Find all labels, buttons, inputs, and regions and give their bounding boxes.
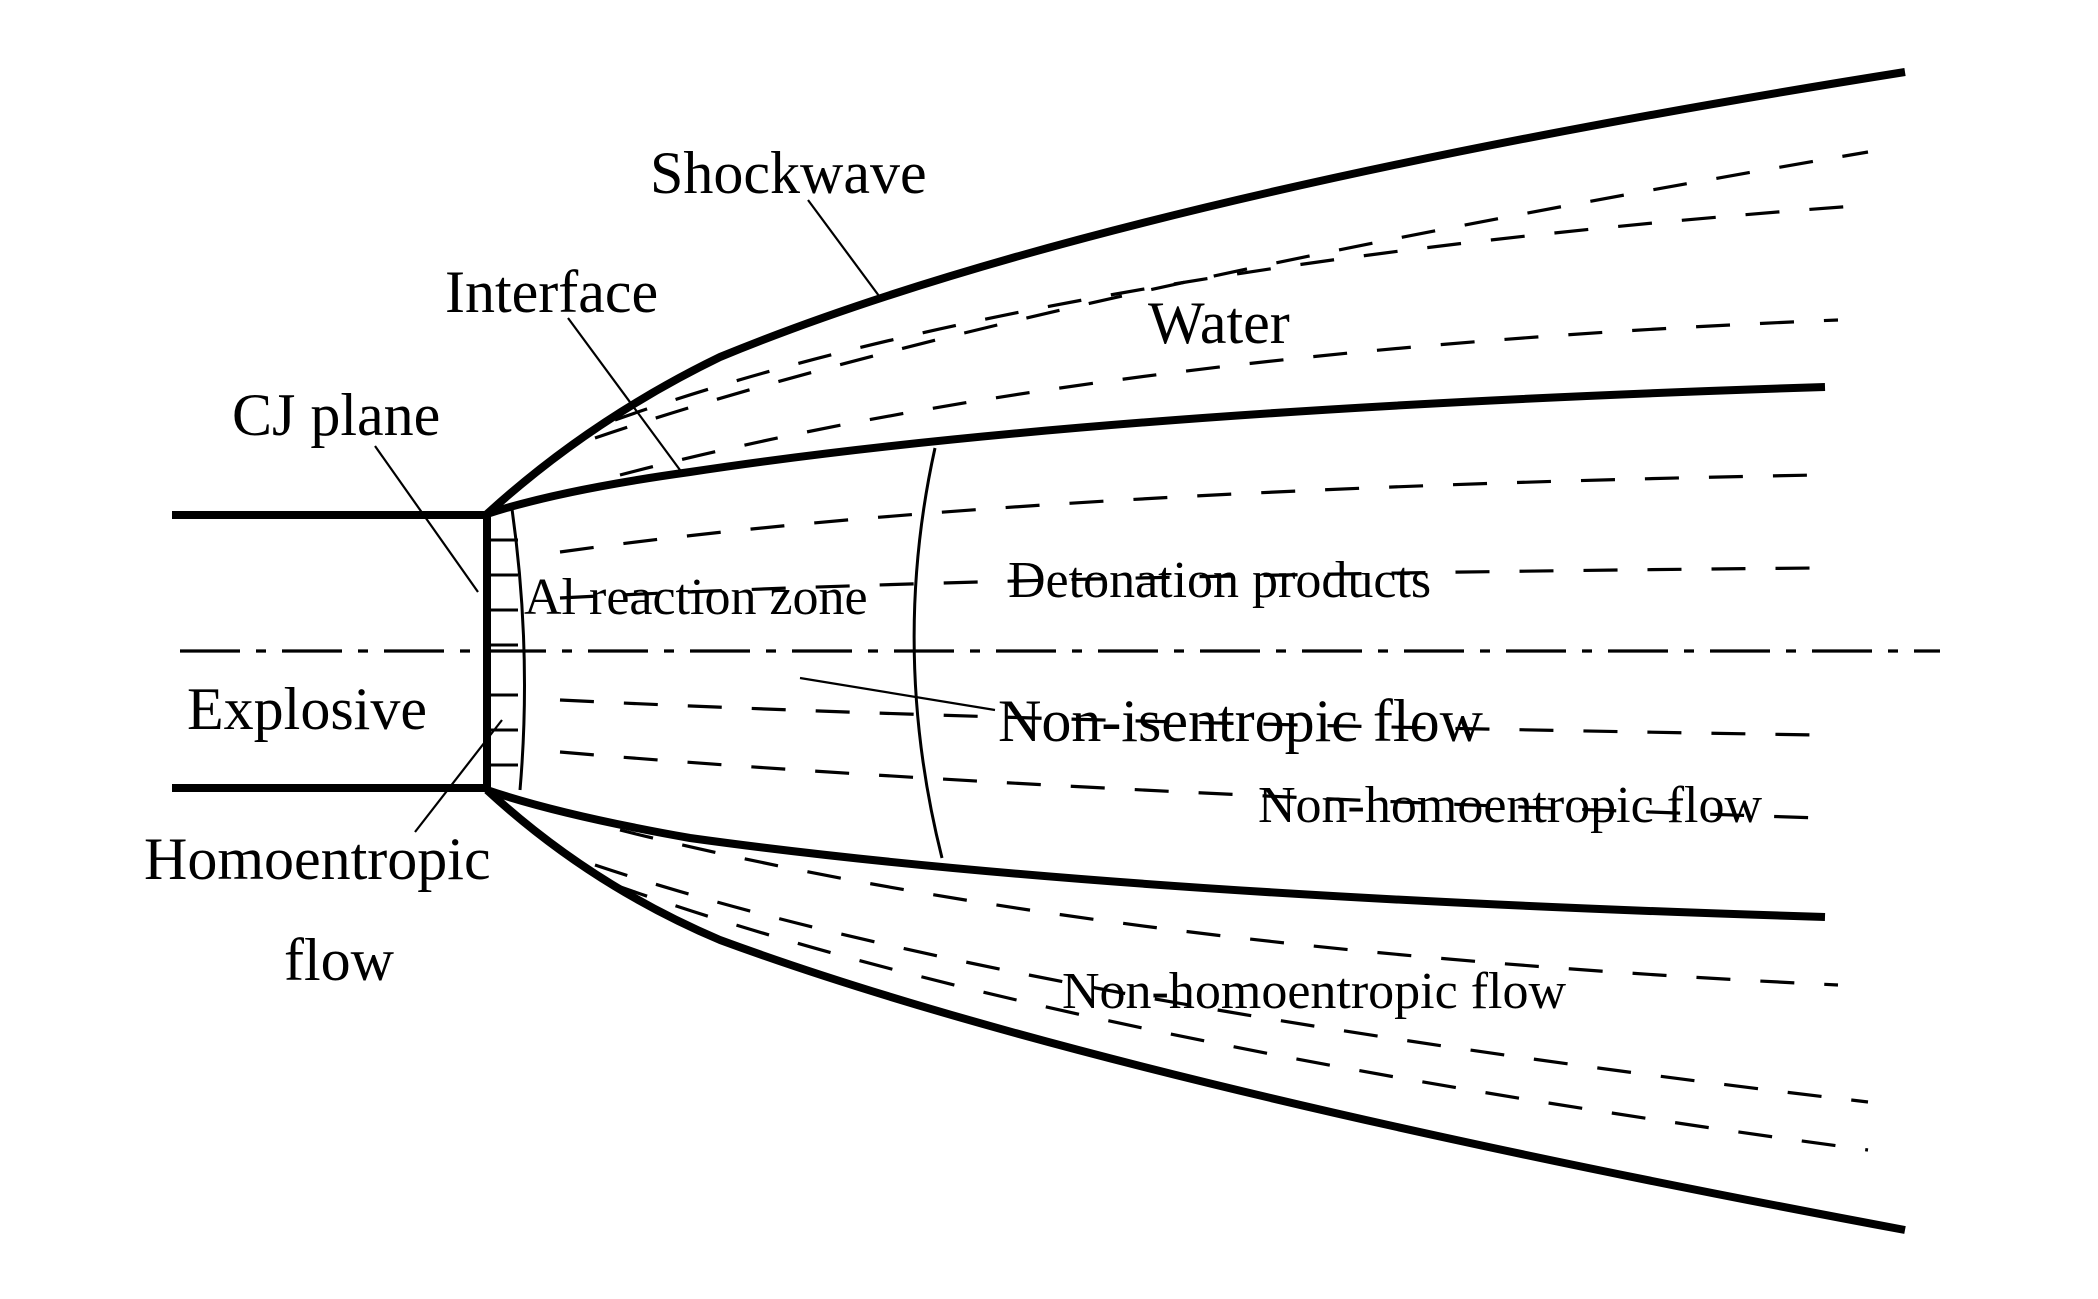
label-detonation-products: Detonation products bbox=[1008, 552, 1431, 609]
non-isentropic-boundary bbox=[912, 447, 944, 859]
label-shockwave: Shockwave bbox=[650, 140, 927, 206]
label-water: Water bbox=[1148, 290, 1290, 356]
label-homoentropic-flow-line1: Homoentropic bbox=[144, 826, 491, 892]
water-streamlines bbox=[594, 150, 1869, 1152]
label-homoentropic-flow-line2: flow bbox=[284, 927, 395, 993]
shockwave-lower bbox=[484, 787, 1906, 1234]
leader-lines bbox=[374, 199, 996, 833]
label-explosive: Explosive bbox=[187, 676, 427, 742]
label-non-isentropic-flow: Non-isentropic flow bbox=[998, 688, 1484, 754]
homoentropic-hatch bbox=[490, 538, 518, 767]
label-interface: Interface bbox=[445, 259, 658, 325]
label-cj-plane: CJ plane bbox=[232, 382, 440, 448]
interface-lower bbox=[485, 786, 1826, 921]
label-non-homoentropic-flow-inner: Non-homoentropic flow bbox=[1258, 777, 1762, 834]
interface-upper bbox=[485, 383, 1826, 518]
product-streamlines bbox=[559, 473, 1819, 820]
label-non-homoentropic-flow-outer: Non-homoentropic flow bbox=[1062, 963, 1566, 1020]
shockwave-upper bbox=[484, 68, 1906, 517]
label-al-reaction-zone: Al reaction zone bbox=[524, 569, 868, 626]
